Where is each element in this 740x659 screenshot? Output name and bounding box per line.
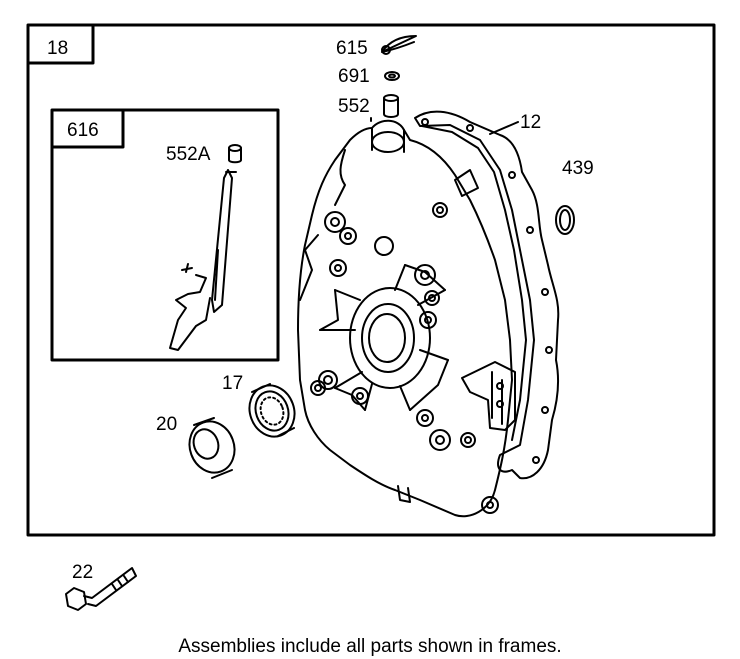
gasket-part-12 [414, 110, 560, 480]
crankcase-cover [297, 119, 516, 518]
callout-552a: 552A [166, 144, 211, 165]
o-ring-part-439 [555, 205, 575, 235]
callout-20: 20 [156, 414, 177, 435]
callout-691: 691 [338, 66, 370, 87]
hairpin-clip-part-615 [381, 35, 417, 55]
assembly-caption: Assemblies include all parts shown in fr… [178, 636, 562, 657]
callout-439: 439 [562, 158, 594, 179]
callout-17: 17 [222, 373, 243, 394]
washer-part-691 [384, 71, 400, 81]
leader-line-12 [489, 121, 519, 135]
bushing-part-552a [228, 144, 242, 164]
governor-shaft-part-616 [169, 169, 237, 351]
assembly-frame-18: 18 [26, 23, 716, 537]
frame-616-label: 616 [67, 120, 99, 141]
callout-615: 615 [336, 38, 368, 59]
bolt-part-22 [65, 567, 137, 611]
assembly-frame-616: 616 [50, 108, 280, 362]
frame-18-label: 18 [47, 38, 68, 59]
bushing-part-552 [370, 94, 399, 122]
callout-552: 552 [338, 96, 370, 117]
callout-22: 22 [72, 562, 93, 583]
oil-seal-part-20 [188, 417, 236, 479]
bearing-part-17 [248, 383, 296, 438]
callout-12: 12 [520, 112, 541, 133]
